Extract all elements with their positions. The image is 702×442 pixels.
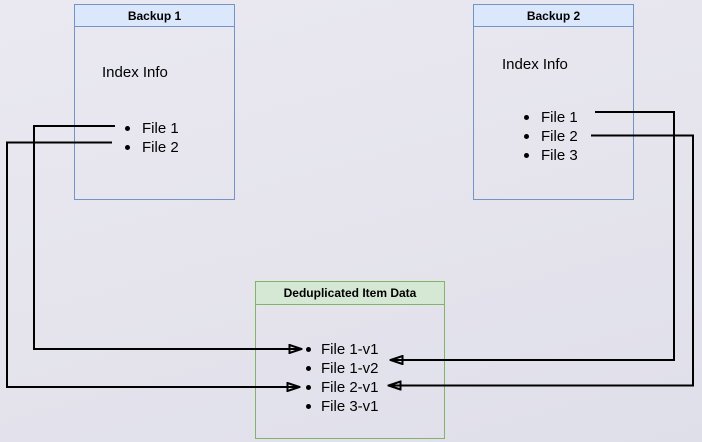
list-item: File 1-v1 [256,340,444,359]
bullet-icon [125,145,130,150]
backup1-file-list: File 1 File 2 [75,119,234,157]
file-label: File 1-v1 [321,341,379,358]
bullet-icon [306,404,311,409]
file-label: File 1-v2 [321,360,379,377]
file-label: File 3 [541,147,578,164]
file-label: File 2-v1 [321,379,379,396]
list-item: File 2 [75,138,234,157]
backup2-index-info-label: Index Info [502,56,568,73]
file-label: File 2 [142,139,179,156]
list-item: File 1 [474,108,633,127]
dedup-file-list: File 1-v1 File 1-v2 File 2-v1 File 3-v1 [256,340,444,416]
file-label: File 3-v1 [321,398,379,415]
file-label: File 2 [541,128,578,145]
file-label: File 1 [142,120,179,137]
list-item: File 3 [474,146,633,165]
bullet-icon [306,366,311,371]
deduplicated-item-data-box: Deduplicated Item Data File 1-v1 File 1-… [255,281,445,439]
list-item: File 1 [75,119,234,138]
bullet-icon [524,134,529,139]
bullet-icon [306,347,311,352]
backup1-title: Backup 1 [75,5,234,27]
bullet-icon [524,153,529,158]
bullet-icon [125,126,130,131]
backup1-box: Backup 1 Index Info File 1 File 2 [74,4,235,200]
backup2-title: Backup 2 [474,5,633,27]
backup2-box: Backup 2 Index Info File 1 File 2 File 3 [473,4,634,200]
list-item: File 2-v1 [256,378,444,397]
bullet-icon [524,115,529,120]
list-item: File 2 [474,127,633,146]
backup1-index-info-label: Index Info [102,64,168,81]
file-label: File 1 [541,109,578,126]
backup2-file-list: File 1 File 2 File 3 [474,108,633,165]
dedup-title: Deduplicated Item Data [256,282,444,305]
bullet-icon [306,385,311,390]
list-item: File 3-v1 [256,397,444,416]
list-item: File 1-v2 [256,359,444,378]
